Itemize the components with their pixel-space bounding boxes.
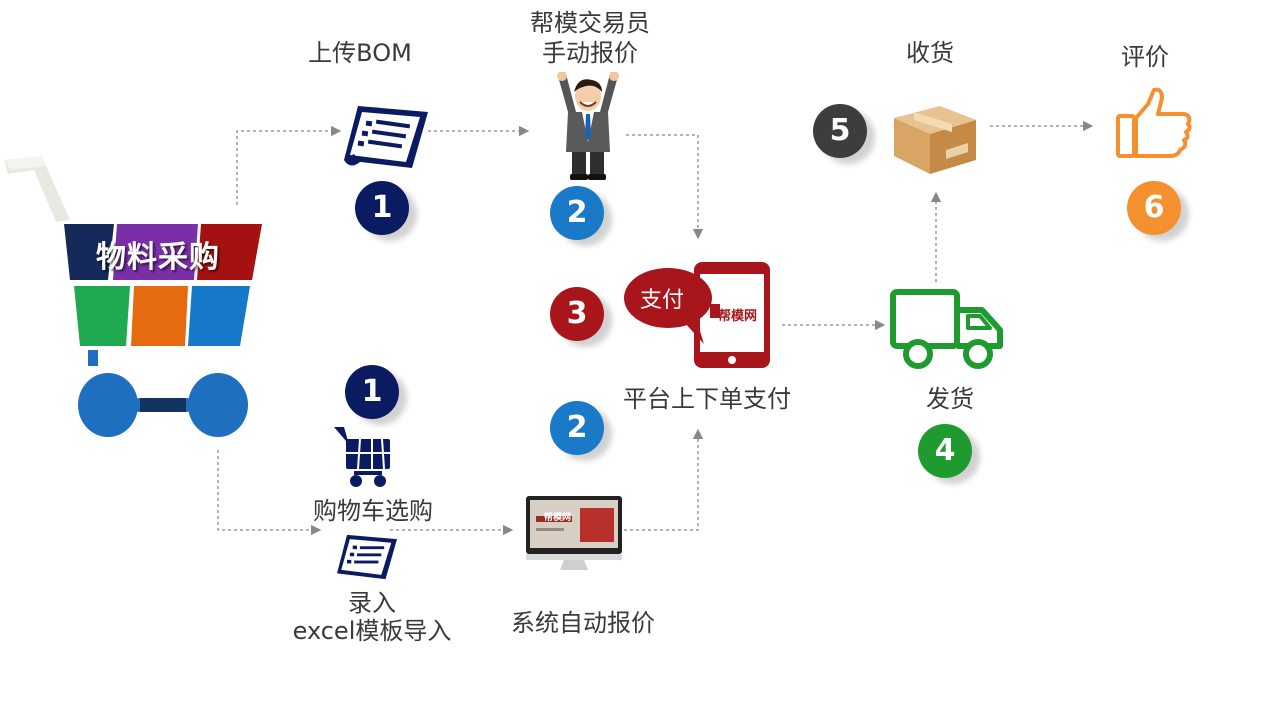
thumbs-up-icon — [1116, 87, 1192, 158]
step-badge-review: 6 — [1127, 181, 1181, 235]
delivery-truck-icon — [890, 289, 1003, 369]
upload-bom-label: 上传BOM — [308, 39, 412, 67]
cart-title: 物料采购 — [96, 240, 220, 275]
businessman-icon — [557, 72, 619, 180]
step-badge-ship: 4 — [918, 424, 972, 478]
pay-bubble-text: 支付 — [640, 288, 685, 313]
step-badge-auto: 2 — [550, 401, 604, 455]
document-icon — [337, 534, 397, 580]
step-badge-cart: 1 — [345, 365, 399, 419]
phone-brand-text: 帮模网 — [718, 309, 758, 324]
desktop-monitor-icon — [526, 496, 622, 570]
step-badge-trader: 2 — [550, 186, 604, 240]
step-badge-upload: 1 — [355, 181, 409, 235]
platform-order-label: 平台上下单支付 — [623, 385, 791, 413]
smartphone-icon — [624, 262, 770, 368]
step-badge-pay: 3 — [550, 287, 604, 341]
auto-quote-label: 系统自动报价 — [511, 609, 655, 637]
trader-quote-label-line2: 手动报价 — [542, 39, 638, 67]
package-box-icon — [894, 106, 976, 174]
entry-label-line1: 录入 — [348, 589, 396, 617]
monitor-brand-text: 帮模网 — [544, 513, 572, 523]
document-icon — [344, 106, 428, 168]
step-badge-receive: 5 — [813, 104, 867, 158]
shopping-cart-icon — [334, 427, 390, 487]
entry-label-line2: excel模板导入 — [292, 617, 452, 645]
ship-label: 发货 — [926, 385, 974, 413]
shopping-cart-icon — [4, 156, 262, 437]
cart-browse-label: 购物车选购 — [313, 497, 433, 525]
receive-label: 收货 — [906, 39, 954, 67]
review-label: 评价 — [1121, 43, 1169, 71]
trader-quote-label-line1: 帮模交易员 — [530, 9, 650, 37]
